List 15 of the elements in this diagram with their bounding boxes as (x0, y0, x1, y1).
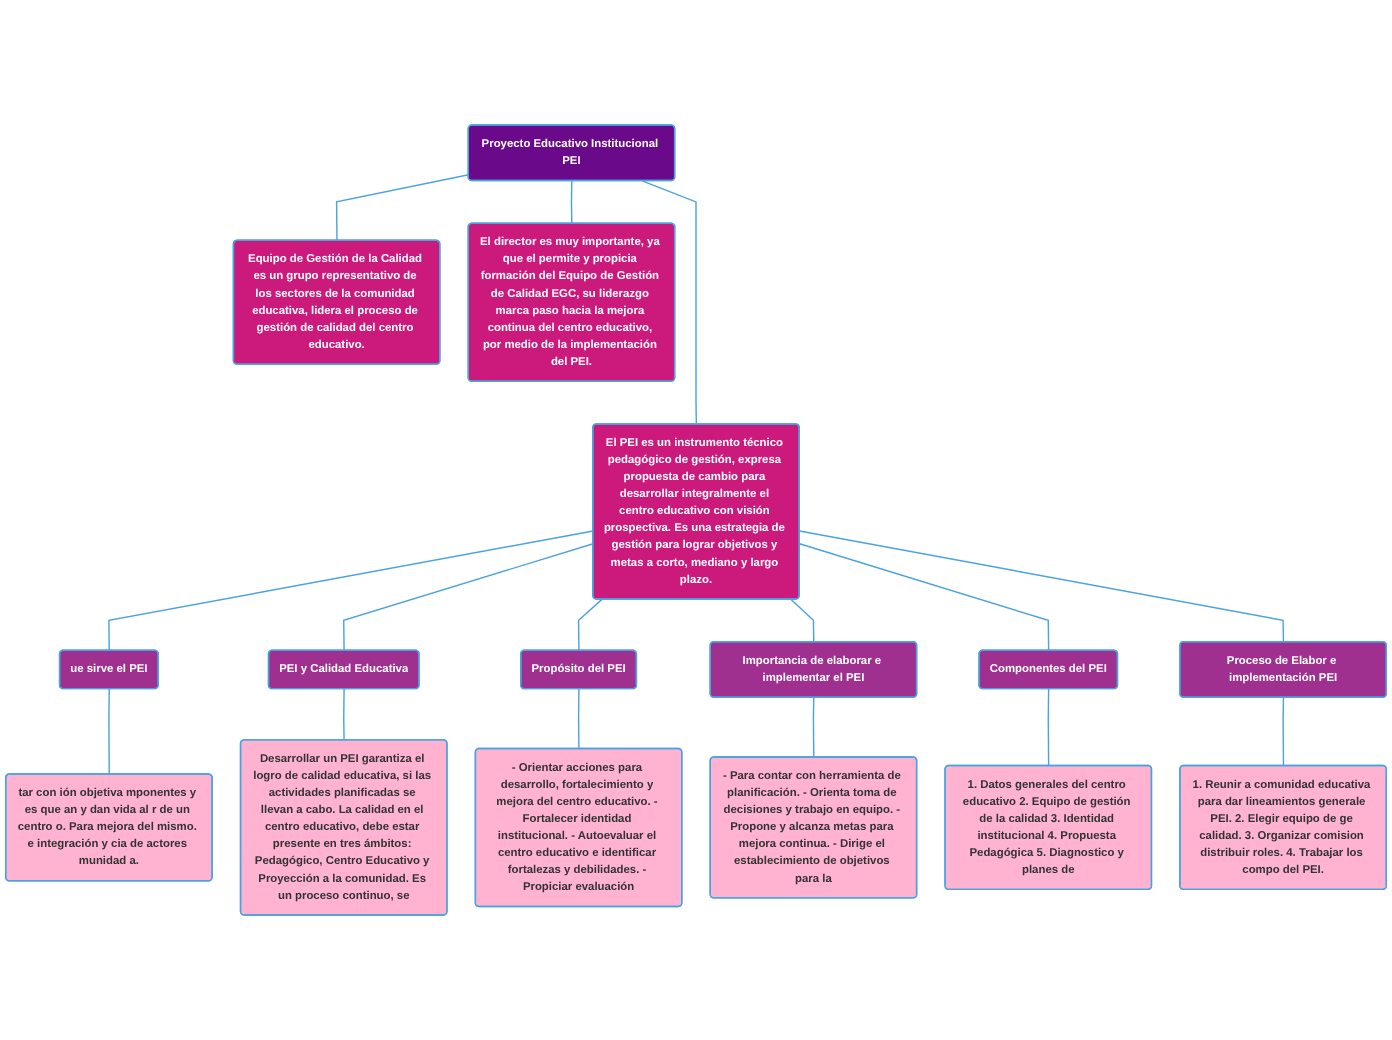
connector (108, 688, 110, 776)
connector (570, 180, 573, 225)
connector (812, 696, 815, 759)
connector (108, 530, 594, 652)
connector (798, 530, 1285, 643)
connector (798, 543, 1050, 652)
connector (790, 598, 815, 643)
connector (1047, 688, 1050, 767)
connector (335, 174, 470, 242)
connector (577, 688, 580, 750)
connector (577, 598, 603, 652)
connector (343, 543, 594, 652)
connector (1282, 696, 1285, 767)
connector (641, 180, 698, 425)
connector (343, 688, 345, 741)
